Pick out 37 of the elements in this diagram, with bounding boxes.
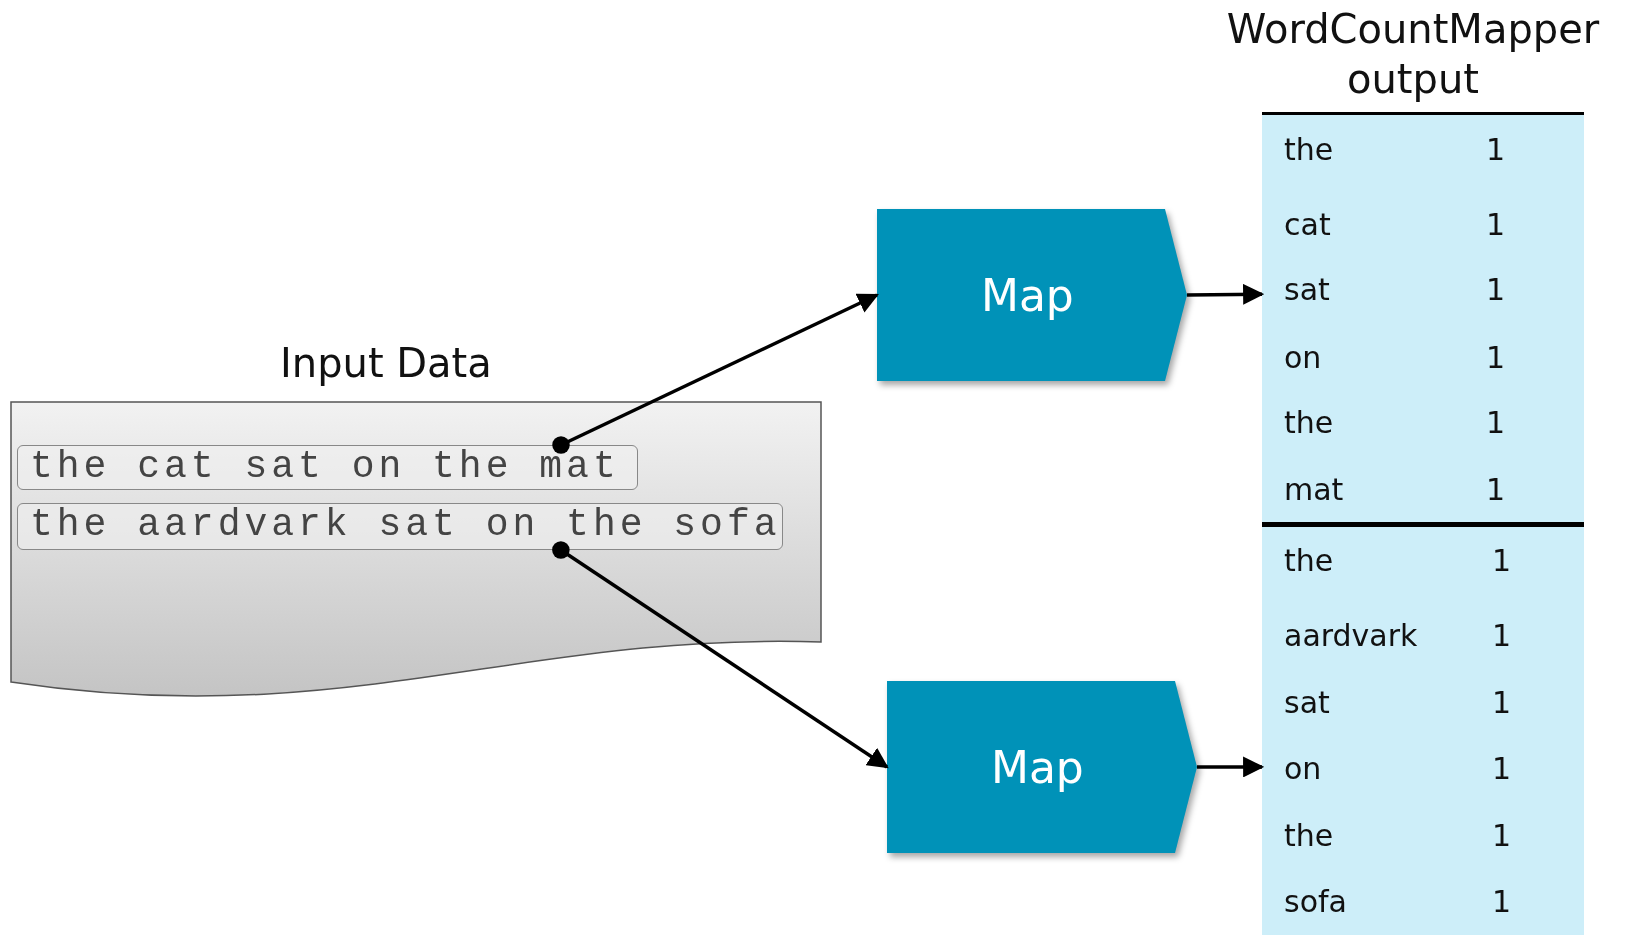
count-cell: 1 xyxy=(1492,883,1512,919)
word-cell: aardvark xyxy=(1284,617,1418,653)
map-process-shape xyxy=(887,681,1197,853)
count-cell: 1 xyxy=(1492,750,1512,786)
word-cell: on xyxy=(1284,750,1322,786)
process-label: Map xyxy=(980,269,1074,321)
count-cell: 1 xyxy=(1492,817,1512,853)
count-cell: 1 xyxy=(1492,617,1512,653)
word-cell: sat xyxy=(1284,684,1330,720)
count-cell: 1 xyxy=(1492,542,1512,578)
count-cell: 1 xyxy=(1492,684,1512,720)
count-cell: 1 xyxy=(1486,206,1506,242)
table-heading: WordCountMapper output xyxy=(1225,5,1601,104)
arrow xyxy=(1187,283,1265,305)
text-line: the cat sat on the mat xyxy=(30,444,620,490)
document-title: Input Data xyxy=(280,340,492,386)
arrow xyxy=(1197,756,1265,778)
count-cell: 1 xyxy=(1486,339,1506,375)
map-process-shape xyxy=(877,209,1187,381)
process-label: Map xyxy=(990,741,1084,793)
word-cell: cat xyxy=(1284,206,1331,242)
count-cell: 1 xyxy=(1486,404,1506,440)
word-cell: the xyxy=(1284,131,1334,167)
word-cell: the xyxy=(1284,542,1334,578)
text-line: the aardvark sat on the sofa xyxy=(30,502,781,548)
count-cell: 1 xyxy=(1486,131,1506,167)
table-section xyxy=(1262,522,1584,935)
arrow xyxy=(552,541,889,769)
word-cell: mat xyxy=(1284,471,1344,507)
word-cell: sofa xyxy=(1284,883,1347,919)
arrow xyxy=(552,293,879,454)
word-cell: the xyxy=(1284,817,1334,853)
word-cell: on xyxy=(1284,339,1322,375)
count-cell: 1 xyxy=(1486,471,1506,507)
count-cell: 1 xyxy=(1486,271,1506,307)
word-cell: the xyxy=(1284,404,1334,440)
word-cell: sat xyxy=(1284,271,1330,307)
